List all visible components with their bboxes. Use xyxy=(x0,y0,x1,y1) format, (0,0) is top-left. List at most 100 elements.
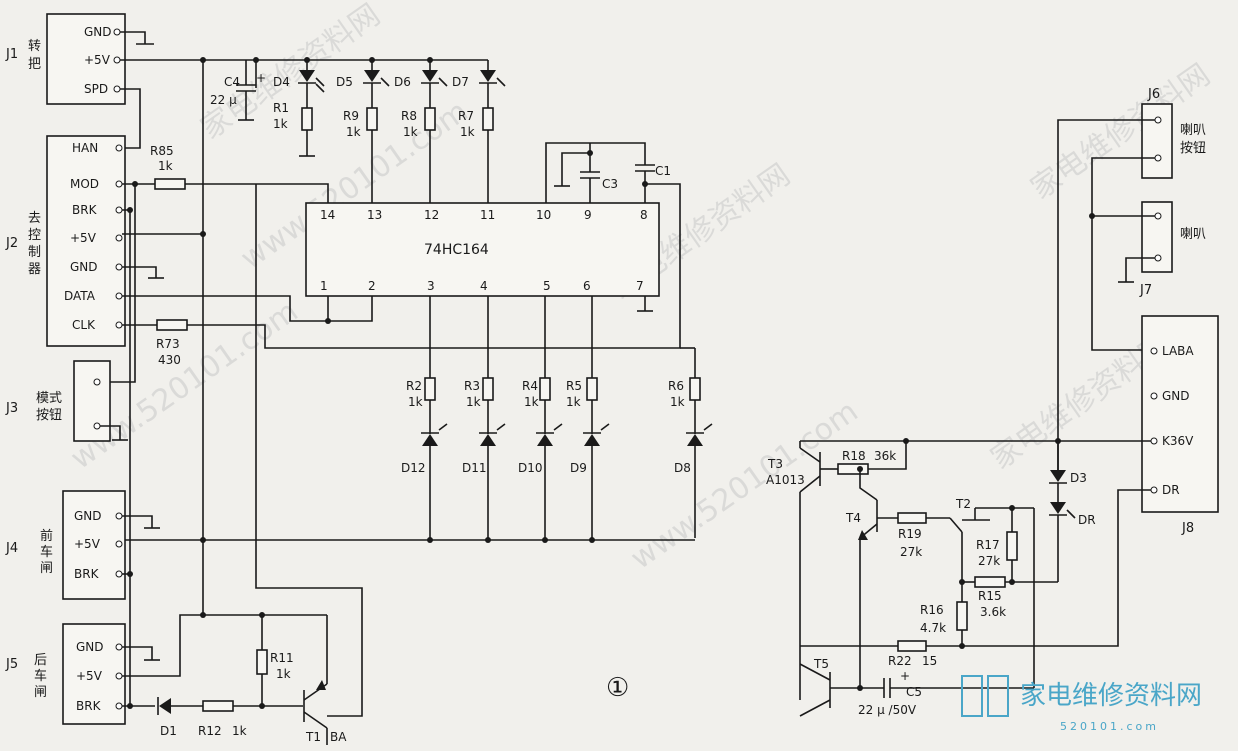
svg-text:R4: R4 xyxy=(522,379,538,393)
svg-text:闸: 闸 xyxy=(34,685,47,700)
svg-text:1: 1 xyxy=(320,279,328,293)
svg-text:27k: 27k xyxy=(978,554,1000,568)
svg-text:+5V: +5V xyxy=(76,669,103,683)
svg-text:R18: R18 xyxy=(842,449,866,463)
svg-text:R12: R12 xyxy=(198,724,222,738)
svg-text:后: 后 xyxy=(34,653,47,668)
connector-j6: J6 喇叭 按钮 xyxy=(1141,87,1206,179)
svg-text:DR: DR xyxy=(1078,513,1096,527)
transistor-t5: T5 xyxy=(799,657,860,717)
svg-text:控: 控 xyxy=(28,228,41,243)
svg-text:D3: D3 xyxy=(1070,471,1087,485)
connector-j4: J4 前 车 闸 GND +5V BRK xyxy=(5,490,126,600)
ic-name: 74HC164 xyxy=(424,242,489,258)
connector-j1: J1 转 把 GND +5V SPD xyxy=(5,13,126,105)
j2-pin-mod: MOD xyxy=(70,177,99,191)
j2-pin-gnd: GND xyxy=(70,260,98,274)
svg-text:36k: 36k xyxy=(874,449,896,463)
resistor-r5: R5 1k xyxy=(566,296,598,409)
svg-text:按钮: 按钮 xyxy=(36,408,62,423)
svg-text:制: 制 xyxy=(28,245,41,260)
r85-label: R85 xyxy=(150,144,174,158)
svg-text:喇叭: 喇叭 xyxy=(1180,227,1206,242)
svg-text:D1: D1 xyxy=(160,724,177,738)
j2-pin-clk: CLK xyxy=(72,318,96,332)
led-d8: D8 xyxy=(674,400,713,538)
svg-text:LABA: LABA xyxy=(1162,344,1194,358)
connector-j2: J2 去 控 制 器 HAN MOD BRK +5V GND DATA CLK xyxy=(5,135,126,347)
resistor-r6: R6 1k xyxy=(668,348,701,409)
resistor-r8: R8 1k xyxy=(401,83,436,203)
resistor-r3: R3 1k xyxy=(464,296,494,409)
svg-text:BRK: BRK xyxy=(76,699,102,713)
led-d7: D7 xyxy=(452,60,506,89)
resistor-r85: R85 1k xyxy=(150,144,186,190)
c3-label: C3 xyxy=(602,177,618,191)
svg-text:GND: GND xyxy=(74,509,102,523)
r8-value: 1k xyxy=(403,125,418,139)
svg-text:1k: 1k xyxy=(524,395,539,409)
led-d11: D11 xyxy=(462,400,506,538)
svg-text:1k: 1k xyxy=(566,395,581,409)
j1-pin-spd: SPD xyxy=(84,82,108,96)
svg-text:R22: R22 xyxy=(888,654,912,668)
svg-text:+: + xyxy=(900,669,910,683)
svg-text:+5V: +5V xyxy=(74,537,101,551)
site-logo: 家电维修资料网 520101.com xyxy=(961,675,1202,733)
svg-text:+: + xyxy=(256,71,266,85)
svg-text:喇叭: 喇叭 xyxy=(1180,123,1206,138)
svg-text:2: 2 xyxy=(368,279,376,293)
svg-text:闸: 闸 xyxy=(40,561,53,576)
svg-text:D11: D11 xyxy=(462,461,487,475)
svg-text:BA: BA xyxy=(330,730,347,744)
j2-pin-5v: +5V xyxy=(70,231,97,245)
svg-text:A1013: A1013 xyxy=(766,473,805,487)
svg-text:前: 前 xyxy=(40,528,53,544)
diode-d3: D3 xyxy=(1049,441,1087,485)
r1-label: R1 xyxy=(273,101,289,115)
connector-j8: J8 LABA GND K36V DR xyxy=(1141,315,1219,536)
svg-text:器: 器 xyxy=(28,262,41,277)
j5-label: J5 xyxy=(5,657,18,672)
svg-text:R5: R5 xyxy=(566,379,582,393)
diode-d1: D1 xyxy=(157,697,203,738)
resistor-r2: R2 1k xyxy=(406,296,436,409)
svg-text:7: 7 xyxy=(636,279,644,293)
r8-label: R8 xyxy=(401,109,417,123)
transistor-t1: T1 BA xyxy=(303,615,347,745)
connector-j3: J3 模式 按钮 xyxy=(5,360,111,442)
svg-text:J8: J8 xyxy=(1181,521,1194,536)
led-d6: D6 xyxy=(394,60,448,89)
j1-pin-gnd: GND xyxy=(84,25,112,39)
svg-text:模式: 模式 xyxy=(36,391,62,406)
resistor-r19: R19 27k xyxy=(897,512,927,559)
svg-text:D12: D12 xyxy=(401,461,426,475)
resistor-r7: R7 1k xyxy=(458,83,494,203)
logo-text: 家电维修资料网 xyxy=(1020,681,1202,711)
watermark-site: www.520101.com xyxy=(625,394,865,577)
svg-text:6: 6 xyxy=(583,279,591,293)
figure-number: ① xyxy=(606,673,629,703)
svg-text:R15: R15 xyxy=(978,589,1002,603)
svg-text:GND: GND xyxy=(76,640,104,654)
j3-label: J3 xyxy=(5,401,18,416)
svg-text:8: 8 xyxy=(640,208,648,222)
svg-text:T1: T1 xyxy=(305,730,321,744)
logo-url: 520101.com xyxy=(1060,720,1159,733)
svg-text:1k: 1k xyxy=(466,395,481,409)
led-d10: D10 xyxy=(518,400,563,538)
svg-text:R3: R3 xyxy=(464,379,480,393)
d4-label: D4 xyxy=(273,75,290,89)
r1-value: 1k xyxy=(273,117,288,131)
svg-text:DR: DR xyxy=(1162,483,1180,497)
svg-text:3: 3 xyxy=(427,279,435,293)
connector-j5: J5 后 车 闸 GND +5V BRK xyxy=(5,623,126,725)
svg-text:10: 10 xyxy=(536,208,551,222)
d5-label: D5 xyxy=(336,75,353,89)
svg-text:1k: 1k xyxy=(670,395,685,409)
capacitor-c3: C3 xyxy=(580,171,618,203)
j2-pin-han: HAN xyxy=(72,141,98,155)
svg-text:T3: T3 xyxy=(767,457,783,471)
svg-text:R17: R17 xyxy=(976,538,1000,552)
